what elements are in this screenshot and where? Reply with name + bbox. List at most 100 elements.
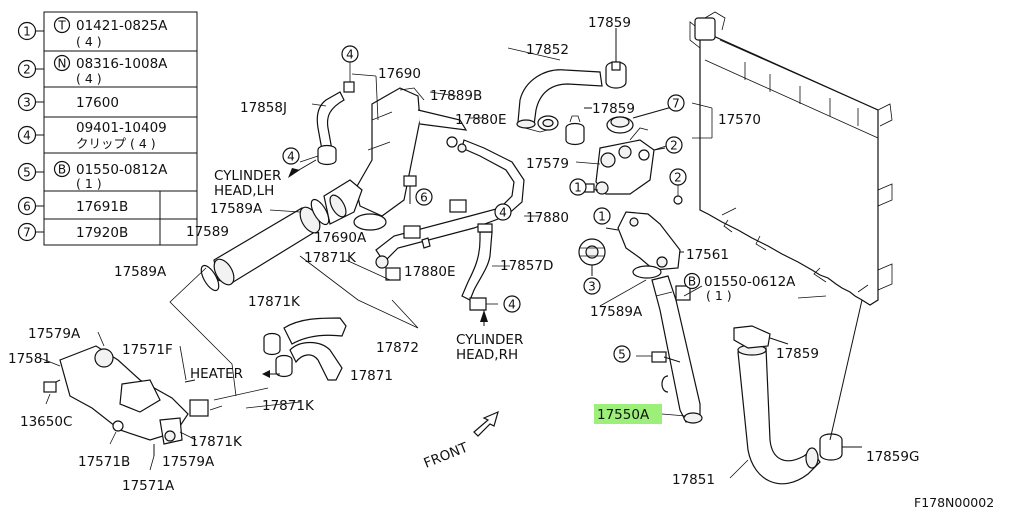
thermostat-housing-17579 — [595, 127, 666, 195]
hose-17872 — [263, 317, 347, 356]
legend-qty-1: ( 4 ) — [76, 34, 102, 49]
hose-17858J — [316, 81, 355, 166]
hose-17851 — [737, 344, 821, 485]
legend-code-6: 17691B — [76, 199, 128, 215]
label-17880E-top: 17880E — [455, 112, 506, 128]
legend-num-7: 7 — [23, 226, 31, 240]
legend-sym-2: N — [58, 57, 67, 71]
callout-7 — [667, 94, 685, 112]
clip-17880E-mid — [385, 237, 431, 281]
legend-qty-5: ( 1 ) — [76, 176, 102, 191]
legend-row-7: 7 17920B — [17, 222, 128, 242]
clip-17859-right — [733, 325, 789, 349]
callout-2-a — [665, 136, 683, 154]
callout-3 — [583, 277, 601, 295]
callout-1-a-text: 1 — [574, 181, 582, 195]
direction-arrows — [262, 159, 488, 378]
label-17579: 17579 — [526, 156, 569, 172]
legend-num-4: 4 — [23, 129, 31, 143]
label-17579A-left: 17579A — [28, 326, 81, 342]
callout-6-text: 6 — [420, 191, 428, 205]
label-17857D: 17857D — [500, 258, 553, 274]
hose-17871 — [275, 341, 343, 381]
label-17871: 17871 — [350, 368, 393, 384]
radiator — [689, 11, 893, 306]
callout-5 — [613, 345, 631, 363]
radiator-cap — [606, 106, 673, 134]
legend-num-1: 1 — [23, 25, 31, 39]
callouts: 4 4 4 4 7 2 2 1 1 6 3 5 B — [282, 45, 701, 363]
callout-B-text: B — [688, 275, 696, 289]
part-labels: 17859 17852 17859 17570 17690 17889B 178… — [8, 15, 994, 510]
label-17859-right: 17859 — [776, 346, 819, 362]
label-heater: HEATER — [190, 366, 243, 382]
gasket-17690A — [353, 213, 387, 231]
label-17871K-a: 17871K — [304, 250, 357, 266]
legend-row-1: 1 T 01421-0825A ( 4 ) — [17, 16, 168, 49]
label-cylinder-head-rh-2: HEAD,RH — [456, 347, 518, 363]
pipe-17589A-top — [310, 179, 363, 226]
label-17589A-top: 17589A — [210, 201, 263, 217]
legend-row-6: 6 17691B — [17, 196, 128, 216]
label-cylinder-head-lh-2: HEAD,LH — [214, 183, 274, 199]
hose-17852 — [516, 69, 603, 133]
label-17581: 17581 — [8, 351, 51, 367]
label-cylinder-head-lh-1: CYLINDER — [214, 168, 281, 184]
legend-table: 1 T 01421-0825A ( 4 ) 2 N 08316-1008A ( … — [17, 11, 198, 246]
legend-code-5: 01550-0812A — [76, 162, 168, 178]
label-17571A: 17571A — [122, 478, 175, 494]
label-cylinder-head-rh-1: CYLINDER — [456, 332, 523, 348]
legend-num-3: 3 — [23, 96, 31, 110]
legend-qty-4: クリップ ( 4 ) — [76, 136, 156, 151]
clip-17859-top — [605, 28, 627, 89]
label-17871K-b: 17871K — [248, 294, 301, 310]
label-17690A: 17690A — [314, 230, 367, 246]
label-17880E-mid: 17880E — [404, 264, 455, 280]
callout-4-d-text: 4 — [508, 298, 516, 312]
label-17880: 17880 — [526, 210, 569, 226]
legend-row-2: 2 N 08316-1008A ( 4 ) — [17, 54, 168, 86]
label-17589: 17589 — [186, 224, 229, 240]
leader-lines — [39, 47, 827, 479]
legend-sym-5: B — [58, 163, 66, 177]
manifold-17579A — [43, 345, 209, 456]
callout-1-a — [569, 178, 587, 196]
callout-4-c-text: 4 — [499, 206, 507, 220]
bolt-17571F — [184, 379, 196, 383]
callout-4-a-text: 4 — [346, 48, 354, 62]
label-01550-0612A: 01550-0612A — [704, 274, 796, 290]
thermostat-cover-17561 — [605, 211, 684, 271]
label-17859G: 17859G — [866, 449, 919, 465]
label-01550-0612A-qty: ( 1 ) — [706, 288, 732, 303]
gasket-17589A-right — [632, 265, 662, 279]
label-17859-mid: 17859 — [592, 101, 635, 117]
diagram-code: F178N00002 — [914, 495, 994, 510]
callout-4-d — [503, 295, 521, 313]
bolt-5 — [651, 351, 681, 363]
label-17579A-bottom: 17579A — [162, 454, 215, 470]
callout-5-text: 5 — [618, 348, 626, 362]
label-17550A: 17550A — [597, 407, 650, 423]
legend-row-4: 4 09401-10409 クリップ ( 4 ) — [17, 120, 167, 151]
legend-code-2: 08316-1008A — [76, 56, 168, 72]
bolt-6 — [403, 175, 417, 204]
pipe-17589 — [200, 206, 321, 292]
label-17872: 17872 — [376, 340, 419, 356]
clip-17859G — [819, 299, 863, 461]
callout-B — [683, 272, 701, 290]
pipe-17690 — [355, 87, 468, 217]
callout-2-b-text: 2 — [674, 171, 682, 185]
label-17570: 17570 — [718, 112, 761, 128]
highlight-17550A — [594, 404, 662, 424]
label-17571B: 17571B — [78, 454, 130, 470]
front-arrow — [473, 410, 499, 437]
label-17690: 17690 — [378, 66, 421, 82]
legend-row-5: 5 B 01550-0812A ( 1 ) — [17, 160, 168, 191]
thermostat-17600 — [578, 238, 606, 276]
legend-code-3: 17600 — [76, 95, 119, 111]
legend-num-5: 5 — [23, 166, 31, 180]
label-front: FRONT — [422, 439, 471, 471]
label-17871K-d: 17871K — [190, 434, 243, 450]
